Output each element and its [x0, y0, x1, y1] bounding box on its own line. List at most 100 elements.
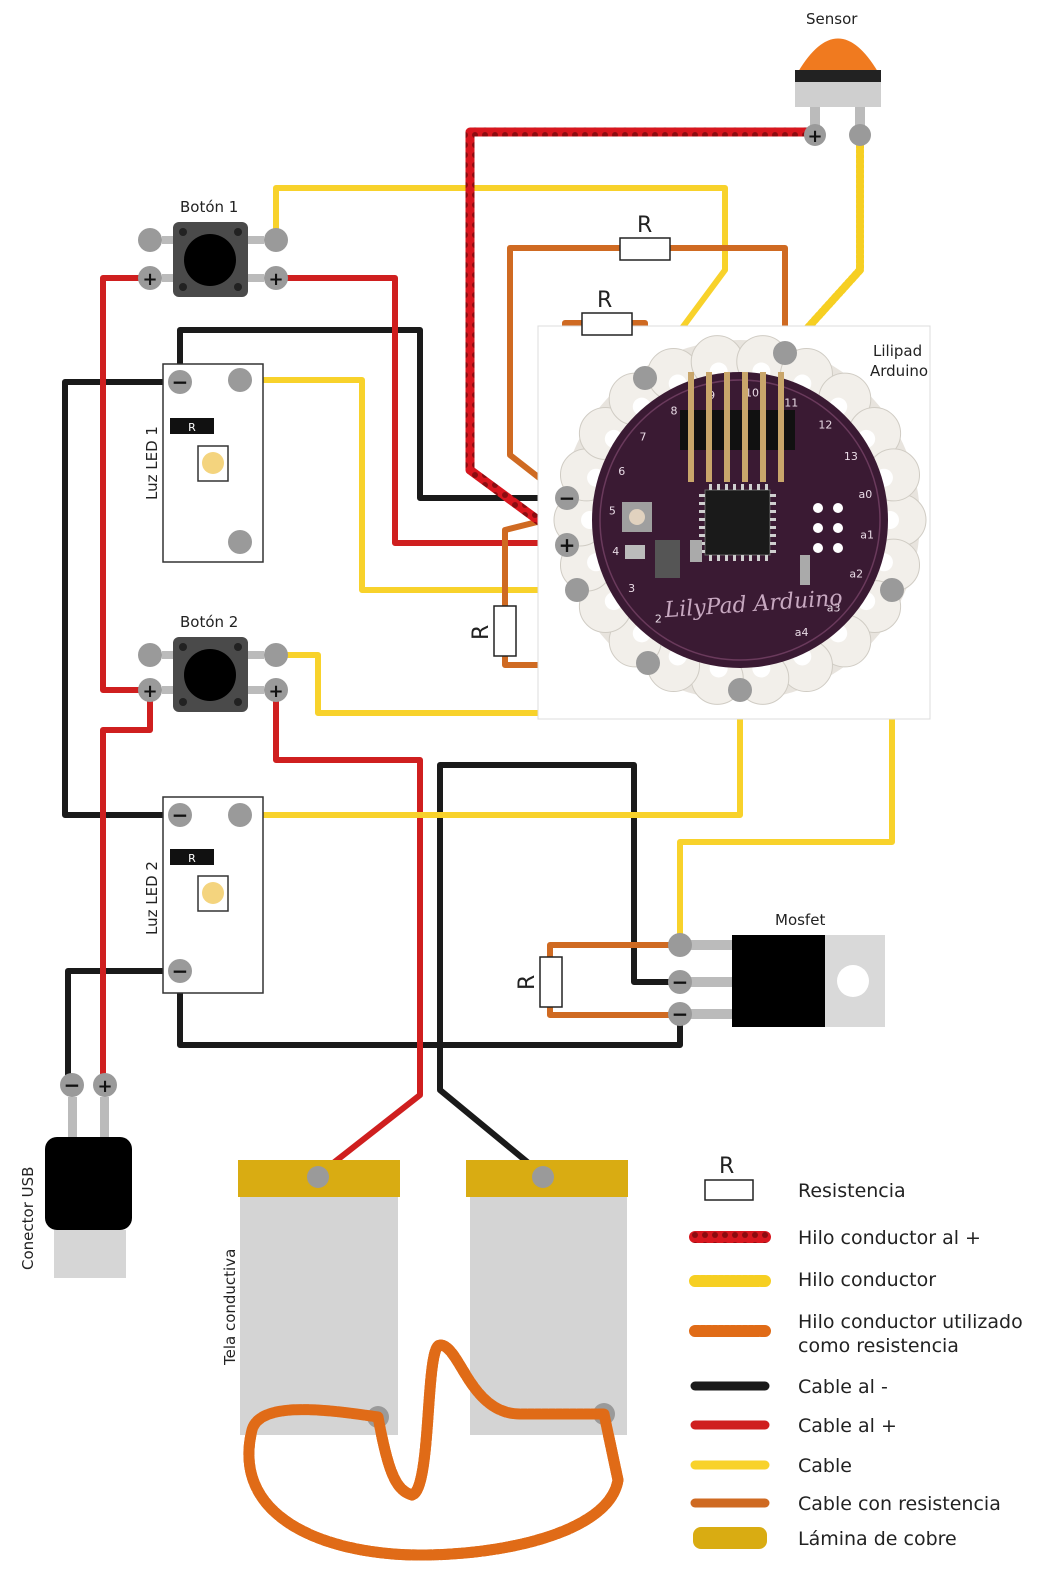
- cable-black-usb: [65, 968, 183, 1083]
- legend: R Resistencia Hilo conductor al + Hilo c…: [689, 1154, 1023, 1550]
- lilypad-chip-pin: [765, 484, 768, 490]
- lilypad-pin-label: 12: [818, 419, 832, 432]
- legend-cable-black: Cable al -: [798, 1376, 888, 1398]
- resistor-mid-label: R: [597, 288, 612, 313]
- lilypad-pin-label: a1: [860, 529, 874, 542]
- resistor-left-label: R: [469, 625, 494, 640]
- svg-text:−: −: [64, 1073, 81, 1097]
- lilypad-pin-label: 4: [612, 545, 619, 558]
- lilypad-header: [680, 410, 795, 450]
- lilypad-pin-label: 6: [618, 465, 625, 478]
- lilypad-pin-label: 13: [844, 450, 858, 463]
- resistor-top: [619, 237, 671, 261]
- lilypad-minus-sign: −: [559, 486, 576, 510]
- mosfet: Mosfet − −: [668, 911, 885, 1027]
- legend-cable-red: Cable al +: [798, 1415, 897, 1437]
- svg-text:−: −: [172, 370, 189, 394]
- cable-red-fabric-left: [273, 687, 423, 1178]
- sensor: Sensor +: [795, 10, 881, 147]
- svg-text:+: +: [268, 681, 283, 702]
- lilypad-chip-pin: [709, 555, 712, 561]
- svg-text:+: +: [268, 269, 283, 290]
- cable-yellow-led2: [237, 687, 743, 818]
- cable-black-fabric-right: [437, 762, 683, 1178]
- lilypad-pin-label: 11: [784, 397, 798, 410]
- resistor-mosfet-label: R: [515, 975, 540, 990]
- lilypad-chip-pin: [733, 555, 736, 561]
- lilypad-plus-sign: +: [559, 533, 576, 557]
- legend-copper-swatch: [693, 1527, 767, 1549]
- lilypad-header-pin: [760, 372, 766, 482]
- fabric-label: Tela conductiva: [221, 1249, 239, 1366]
- svg-text:R: R: [188, 421, 196, 434]
- svg-text:+: +: [142, 269, 157, 290]
- svg-text:R: R: [188, 852, 196, 865]
- resistors: [493, 237, 671, 1008]
- resistor-mid: [581, 312, 633, 336]
- lilypad-chip-pin: [699, 510, 705, 513]
- lilypad-pin-label: 7: [639, 430, 646, 443]
- lilypad-pin-label: 2: [655, 613, 662, 626]
- usb-label: Conector USB: [19, 1167, 37, 1270]
- lilypad-chip-pin: [749, 484, 752, 490]
- led-1-label: Luz LED 1: [143, 426, 161, 500]
- button-2: Botón 2 + +: [138, 613, 288, 712]
- lilypad-header-pins: [688, 372, 784, 482]
- lilypad-chip-pin: [770, 502, 776, 505]
- sensor-label: Sensor: [806, 10, 858, 28]
- mosfet-label: Mosfet: [775, 911, 825, 929]
- lilypad-pin-label: a4: [795, 626, 809, 639]
- legend-thread-red: Hilo conductor al +: [798, 1227, 981, 1249]
- lilypad-chip-pin: [699, 494, 705, 497]
- lilypad-chip-pin: [699, 534, 705, 537]
- lilypad-pin-label: 3: [628, 582, 635, 595]
- legend-resistor: Resistencia: [798, 1180, 906, 1202]
- thread-yellow-sensor: [781, 131, 864, 357]
- button-2-label: Botón 2: [180, 613, 238, 631]
- lilypad-chip-pin: [770, 550, 776, 553]
- lilypad-chip-pin: [770, 518, 776, 521]
- legend-cable-orange: Cable con resistencia: [798, 1493, 1001, 1515]
- lilypad-header-pin: [778, 372, 784, 482]
- lilypad-pin-label: a2: [849, 568, 863, 581]
- cable-yellow-button1: [273, 185, 728, 381]
- usb-connector: − + Conector USB: [19, 1073, 132, 1278]
- conductive-fabric: Tela conductiva: [221, 1160, 628, 1435]
- svg-text:+: +: [142, 681, 157, 702]
- lilypad-pin-label: 5: [609, 504, 616, 517]
- cable-black-led2-mosfet: [177, 968, 683, 1048]
- led-1: − R Luz LED 1: [143, 363, 264, 563]
- lilypad-pin-labels: 2345678910111213a0a1a2a3a4: [609, 387, 874, 640]
- lilypad-pin-label: a3: [827, 601, 841, 614]
- svg-text:+: +: [97, 1076, 112, 1097]
- lilypad-chip-pin: [765, 555, 768, 561]
- svg-text:−: −: [672, 970, 689, 994]
- lilypad-chip-pin: [770, 542, 776, 545]
- legend-copper: Lámina de cobre: [798, 1528, 957, 1550]
- lilypad-chip-pin: [741, 555, 744, 561]
- legend-thread-orange-line2: como resistencia: [798, 1335, 959, 1357]
- legend-thread-yellow: Hilo conductor: [798, 1269, 936, 1291]
- svg-text:−: −: [172, 959, 189, 983]
- resistor-top-label: R: [637, 213, 652, 238]
- cable-orange-r-top: [507, 245, 788, 501]
- lilypad-label-line2: Arduino: [870, 362, 928, 380]
- legend-thread-orange: Hilo conductor utilizado: [798, 1311, 1023, 1333]
- lilypad-chip-pin: [757, 555, 760, 561]
- lilypad-chip-pin: [717, 484, 720, 490]
- svg-text:−: −: [172, 803, 189, 827]
- cable-red-button1: [273, 275, 568, 546]
- led-2-label: Luz LED 2: [143, 861, 161, 935]
- lilypad-chip-pin: [725, 555, 728, 561]
- lilypad-chip-pins: [699, 484, 776, 561]
- lilypad-arduino: 2345678910111213a0a1a2a3a4 LilyPad Ardui…: [537, 325, 931, 720]
- cable-red-usb: [100, 687, 153, 1088]
- resistor-mosfet: [539, 956, 563, 1008]
- cable-black-left-bus: [62, 379, 183, 818]
- lilypad-header-pin: [706, 372, 712, 482]
- lilypad-chip-pin: [717, 555, 720, 561]
- legend-resistor-symbol: [704, 1179, 754, 1201]
- lilypad-pin-label: 8: [670, 404, 677, 417]
- lilypad-chip-pin: [757, 484, 760, 490]
